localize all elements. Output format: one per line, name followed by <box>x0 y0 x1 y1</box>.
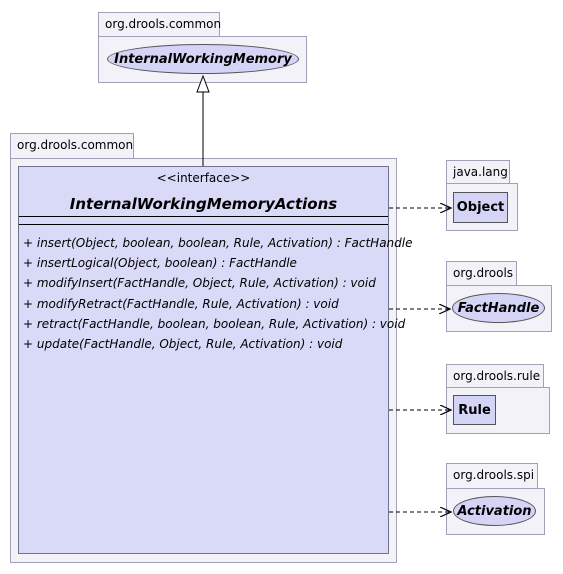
activation-label: Activation <box>457 503 532 519</box>
interface-activation[interactable]: Activation <box>453 496 536 526</box>
parent-interface-label: InternalWorkingMemory <box>114 51 292 67</box>
interface-fact-handle[interactable]: FactHandle <box>452 293 545 323</box>
package-tab-top: org.drools.common <box>98 12 221 37</box>
interface-name: InternalWorkingMemoryActions <box>69 195 338 213</box>
operation-separator <box>19 224 388 225</box>
fact-handle-label: FactHandle <box>457 300 540 316</box>
class-rule[interactable]: Rule <box>453 395 496 425</box>
attribute-separator <box>19 216 388 217</box>
package-tab-java-lang: java.lang <box>446 160 510 184</box>
operation-retract: + retract(FactHandle, boolean, boolean, … <box>23 316 406 331</box>
package-tab-org-drools-spi: org.drools.spi <box>446 463 538 489</box>
interface-internal-working-memory-actions[interactable]: <<interface>> InternalWorkingMemoryActio… <box>18 166 413 554</box>
package-tab-org-drools-rule: org.drools.rule <box>446 364 544 388</box>
operation-update: + update(FactHandle, Object, Rule, Activ… <box>23 337 343 352</box>
class-rule-label: Rule <box>458 402 491 418</box>
parent-interface-internal-working-memory[interactable]: InternalWorkingMemory <box>107 44 299 74</box>
operation-modify-retract: + modifyRetract(FactHandle, Rule, Activa… <box>23 296 339 311</box>
operation-list: + insert(Object, boolean, boolean, Rule,… <box>23 233 413 354</box>
generalization-arrowhead <box>196 74 210 93</box>
package-tab-org-drools: org.drools <box>446 261 517 286</box>
class-object-label: Object <box>456 200 505 215</box>
operation-insert: + insert(Object, boolean, boolean, Rule,… <box>23 236 413 250</box>
operation-modify-insert: + modifyInsert(FactHandle, Object, Rule,… <box>23 276 376 291</box>
operation-insert-logical: + insertLogical(Object, boolean) : FactH… <box>23 256 297 271</box>
class-object[interactable]: Object <box>453 192 508 223</box>
interface-stereotype: <<interface>> <box>156 171 251 185</box>
package-tab-main: org.drools.common <box>10 133 134 159</box>
